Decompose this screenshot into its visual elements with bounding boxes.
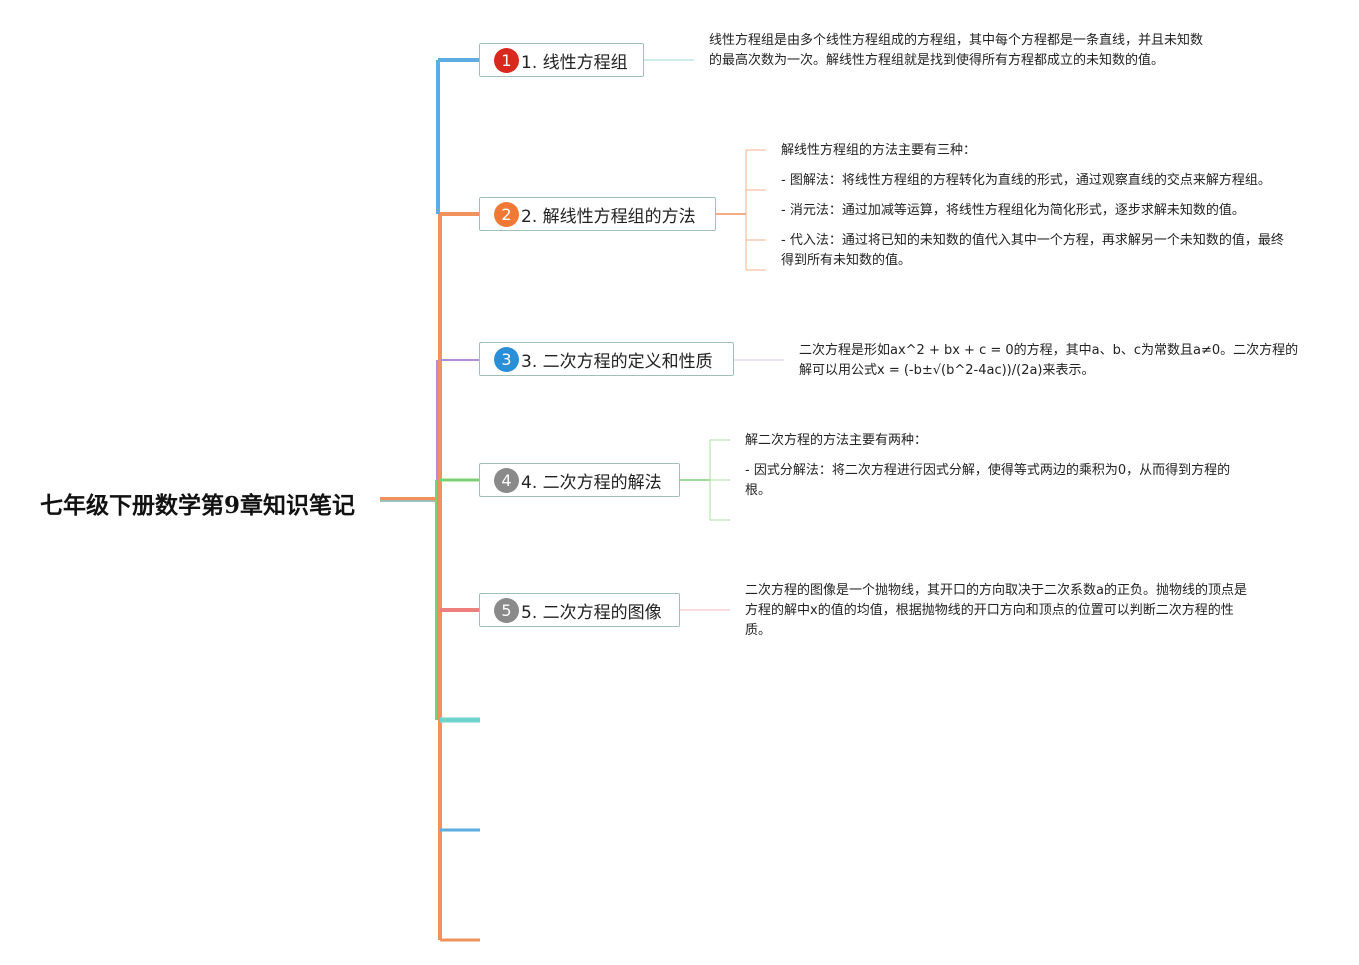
topic-note-2: 解线性方程组的方法主要有三种： - 图解法：将线性方程组的方程转化为直线的形式，… xyxy=(781,141,1286,271)
topic-label-5: 5. 二次方程的图像 xyxy=(521,602,662,623)
number-badge-2: 2 xyxy=(494,201,519,227)
topic-note-3: 二次方程是形如ax^2 + bx + c = 0的方程，其中a、b、c为常数且a… xyxy=(799,341,1299,381)
topic-node-5[interactable]: 5 5. 二次方程的图像 xyxy=(479,593,680,627)
note-text: - 图解法：将线性方程组的方程转化为直线的形式，通过观察直线的交点来解方程组。 xyxy=(781,173,1271,188)
topic-note-1: 线性方程组是由多个线性方程组成的方程组，其中每个方程都是一条直线，并且未知数的最… xyxy=(709,31,1209,71)
topic-node-3[interactable]: 3 3. 二次方程的定义和性质 xyxy=(479,342,734,376)
number-badge-1: 1 xyxy=(494,47,519,73)
note-text: - 代入法：通过将已知的未知数的值代入其中一个方程，再求解另一个未知数的值，最终… xyxy=(781,233,1284,268)
note-text: - 因式分解法：将二次方程进行因式分解，使得等式两边的乘积为0，从而得到方程的根… xyxy=(745,463,1231,498)
topic-node-4[interactable]: 4 4. 二次方程的解法 xyxy=(479,463,680,497)
topic-label-1: 1. 线性方程组 xyxy=(521,52,628,73)
topic-node-2[interactable]: 2 2. 解线性方程组的方法 xyxy=(479,197,716,231)
note-text: - 消元法：通过加减等运算，将线性方程组化为简化形式，逐步求解未知数的值。 xyxy=(781,203,1245,218)
topic-label-2: 2. 解线性方程组的方法 xyxy=(521,206,696,227)
number-badge-3: 3 xyxy=(494,346,519,372)
topic-label-4: 4. 二次方程的解法 xyxy=(521,472,662,493)
note-text: 二次方程的图像是一个抛物线，其开口的方向取决于二次系数a的正负。抛物线的顶点是方… xyxy=(745,583,1247,638)
root-title[interactable]: 七年级下册数学第9章知识笔记 xyxy=(40,492,356,519)
topic-node-1[interactable]: 1 1. 线性方程组 xyxy=(479,43,644,77)
note-text: 解线性方程组的方法主要有三种： xyxy=(781,143,977,158)
note-text: 解二次方程的方法主要有两种： xyxy=(745,433,928,448)
number-badge-4: 4 xyxy=(494,467,519,493)
topic-note-5: 二次方程的图像是一个抛物线，其开口的方向取决于二次系数a的正负。抛物线的顶点是方… xyxy=(745,581,1250,641)
number-badge-5: 5 xyxy=(494,597,519,623)
note-text: 二次方程是形如ax^2 + bx + c = 0的方程，其中a、b、c为常数且a… xyxy=(799,343,1299,378)
note-text: 线性方程组是由多个线性方程组成的方程组，其中每个方程都是一条直线，并且未知数的最… xyxy=(709,33,1204,68)
topic-note-4: 解二次方程的方法主要有两种： - 因式分解法：将二次方程进行因式分解，使得等式两… xyxy=(745,431,1245,501)
topic-label-3: 3. 二次方程的定义和性质 xyxy=(521,351,713,372)
